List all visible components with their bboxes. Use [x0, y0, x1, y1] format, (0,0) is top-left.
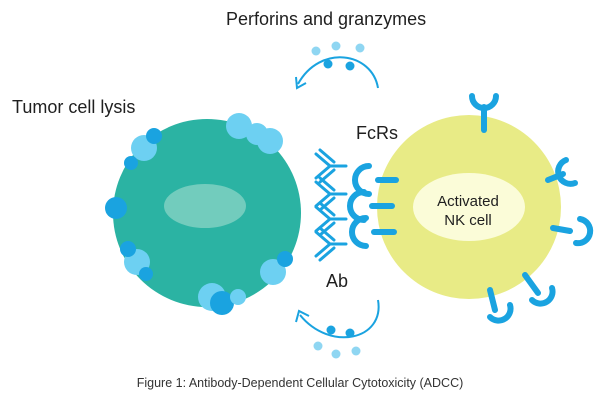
nk-cell-label-line2: NK cell — [444, 212, 492, 229]
antibody-4 — [314, 226, 348, 262]
nk-cell-nucleus — [413, 173, 525, 241]
nk-cell — [347, 93, 594, 324]
nk-cell-label: Activated NK cell — [424, 192, 512, 230]
figure-caption: Figure 1: Antibody-Dependent Cellular Cy… — [136, 376, 464, 390]
antibody-label: Ab — [326, 271, 349, 291]
fcrs-label: FcRs — [356, 123, 398, 143]
tumor-cell — [105, 113, 301, 315]
nk-outer-receptors — [469, 93, 594, 324]
tumor-cell-nucleus — [164, 184, 246, 228]
bottom-release-arrow — [295, 299, 380, 359]
tumor-surface-blebs — [105, 113, 293, 315]
nk-cell-label-line1: Activated — [437, 193, 499, 210]
perforins-granzymes-label: Perforins and granzymes — [226, 9, 427, 29]
tumor-cell-lysis-label: Tumor cell lysis — [12, 97, 136, 117]
top-release-arrow — [295, 41, 379, 90]
fcr-receptors — [347, 163, 399, 249]
antibodies — [314, 148, 348, 262]
